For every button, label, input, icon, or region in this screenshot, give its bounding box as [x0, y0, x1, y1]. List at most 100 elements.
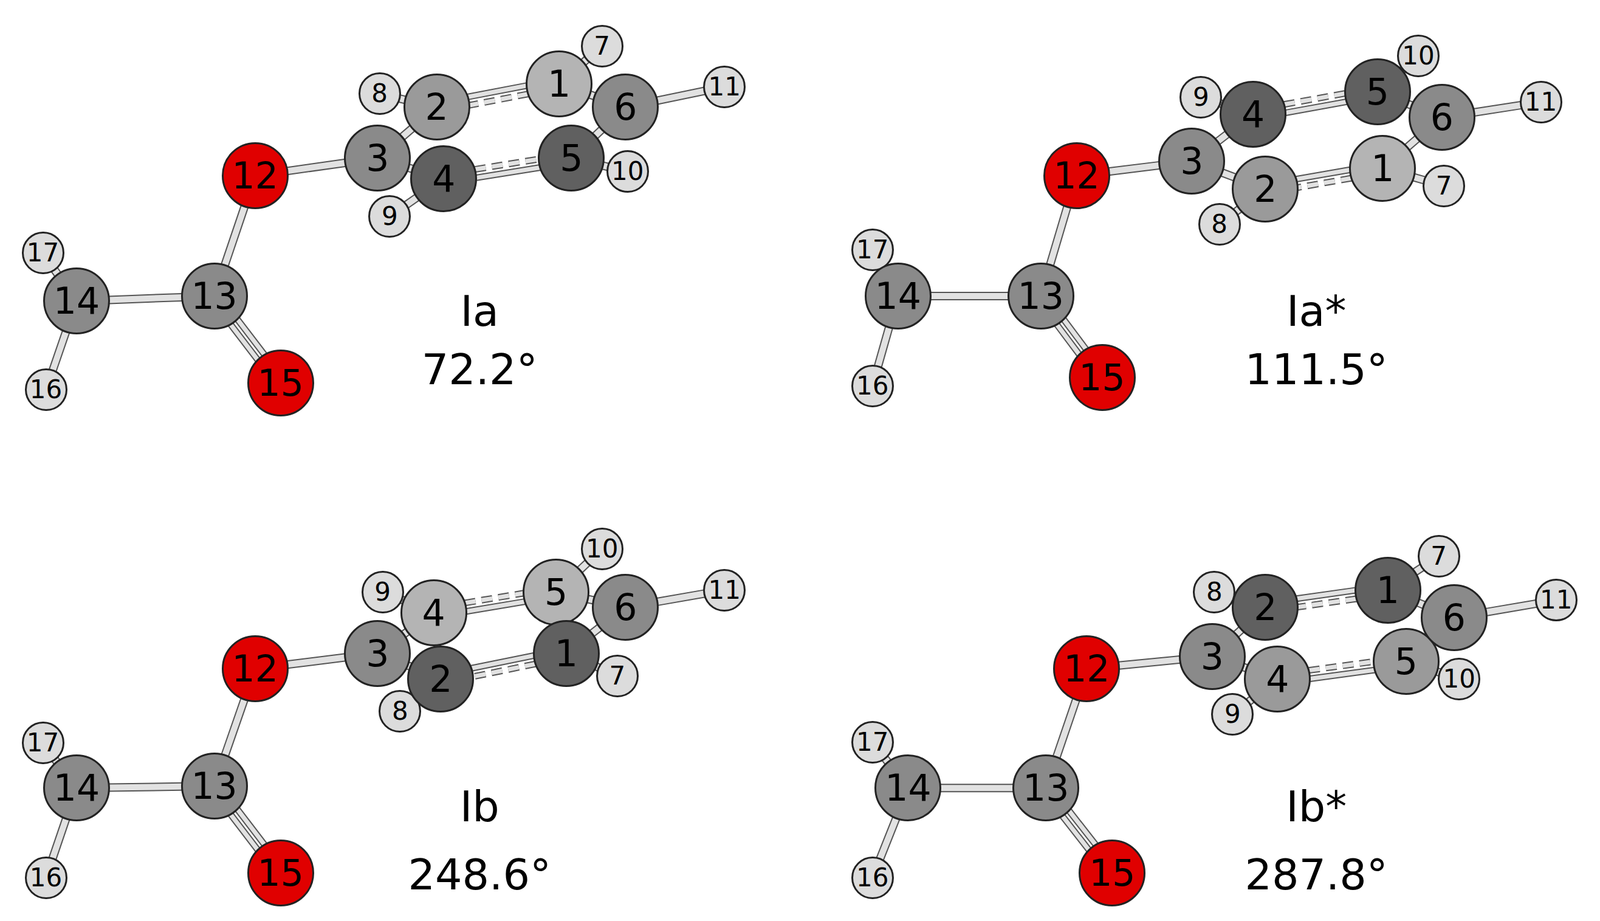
bond — [471, 655, 536, 677]
carbon-atom: 5 — [537, 124, 605, 192]
carbon-atom: 4 — [1243, 645, 1311, 713]
dihedral-angle: 248.6° — [408, 853, 552, 896]
bond — [1217, 133, 1228, 142]
atom-number: 2 — [1253, 170, 1277, 208]
atom-number: 3 — [1200, 638, 1224, 675]
bond — [52, 331, 66, 371]
hydrogen-atom: 7 — [1417, 534, 1461, 578]
oxygen-atom: 12 — [1053, 635, 1120, 702]
bond — [286, 162, 346, 172]
atom-number: 13 — [190, 277, 237, 315]
bond — [230, 319, 265, 360]
bond — [1296, 590, 1357, 608]
carbon-atom: 13 — [1012, 754, 1080, 821]
oxygen-atom: 15 — [1078, 839, 1146, 907]
hydrogen-atom: 11 — [703, 65, 746, 109]
carbon-atom: 14 — [874, 754, 942, 821]
oxygen-atom: 15 — [247, 349, 315, 417]
atom-number: 1 — [1376, 571, 1400, 609]
atom-number: 2 — [429, 660, 453, 697]
bond — [1308, 661, 1375, 679]
carbon-atom: 1 — [1354, 556, 1422, 624]
hydrogen-atom: 9 — [1179, 75, 1223, 119]
hydrogen-atom: 16 — [851, 364, 894, 408]
atom-number: 17 — [26, 240, 59, 266]
bond — [1485, 603, 1537, 612]
carbon-atom: 14 — [864, 262, 932, 330]
carbon-atom: 2 — [403, 73, 471, 141]
atom-number: 1 — [1370, 150, 1394, 187]
carbon-atom: 5 — [522, 558, 590, 626]
atom-number: 3 — [365, 139, 389, 177]
atom-number: 12 — [1063, 650, 1110, 687]
atom-number: 13 — [1022, 769, 1069, 806]
atom-number: 15 — [1088, 854, 1136, 891]
atom-number: 2 — [1253, 588, 1277, 626]
hydrogen-atom: 11 — [1519, 80, 1563, 124]
atom-number: 7 — [593, 33, 611, 59]
atom-number: 6 — [613, 588, 637, 626]
conformer-name: Ib — [460, 785, 500, 828]
carbon-atom: 1 — [1349, 134, 1416, 202]
atom-number: 4 — [432, 160, 456, 197]
atom-number: 10 — [1401, 43, 1435, 69]
hydrogen-atom: 16 — [24, 856, 68, 899]
atom-number: 3 — [1180, 142, 1204, 180]
carbon-atom: 6 — [591, 573, 659, 641]
atom-number: 7 — [1430, 543, 1447, 569]
carbon-atom: 14 — [43, 267, 110, 335]
atom-number: 3 — [365, 635, 389, 672]
oxygen-atom: 15 — [247, 839, 315, 907]
atom-number: 10 — [585, 535, 619, 562]
atom-number: 8 — [371, 80, 388, 107]
carbon-atom: 1 — [532, 619, 600, 687]
oxygen-atom: 15 — [1068, 343, 1136, 411]
hydrogen-atom: 10 — [606, 150, 649, 193]
atom-number: 1 — [547, 65, 571, 103]
atom-number: 10 — [611, 158, 644, 185]
hydrogen-atom: 17 — [21, 721, 65, 764]
carbon-atom: 3 — [343, 124, 411, 192]
atom-number: 16 — [29, 864, 62, 891]
atom-number: 14 — [875, 277, 922, 315]
carbon-atom: 2 — [407, 645, 474, 713]
conformer-name: Ib* — [1285, 785, 1347, 828]
hydrogen-atom: 8 — [1192, 570, 1236, 614]
hydrogen-atom: 9 — [368, 195, 411, 238]
hydrogen-atom: 7 — [596, 654, 639, 697]
atom-number: 9 — [1224, 701, 1241, 727]
atom-number: 15 — [257, 364, 304, 402]
atom-number: 11 — [708, 577, 741, 603]
bond — [224, 698, 245, 756]
carbon-atom: 4 — [410, 145, 478, 213]
atom-number: 12 — [1053, 157, 1100, 194]
atom-number: 13 — [190, 767, 237, 804]
hydrogen-atom: 9 — [1211, 692, 1254, 736]
dihedral-angle: 72.2° — [421, 348, 538, 391]
conformer-name: Ia — [460, 289, 499, 333]
atom-number: 14 — [53, 769, 100, 806]
oxygen-atom: 12 — [221, 142, 289, 210]
carbon-atom: 4 — [400, 579, 468, 646]
bond — [108, 786, 183, 788]
atom-number: 2 — [425, 88, 449, 126]
atom-number: 11 — [708, 74, 741, 100]
atom-number: 10 — [1443, 666, 1476, 692]
atom-number: 14 — [53, 282, 100, 320]
atom-number: 15 — [257, 854, 304, 891]
bond — [1296, 169, 1352, 188]
bond — [230, 808, 265, 850]
atom-number: 9 — [1192, 84, 1210, 110]
atom-number: 7 — [1435, 173, 1453, 199]
carbon-atom: 3 — [1178, 622, 1246, 690]
carbon-atom: 1 — [525, 50, 593, 118]
bond — [108, 297, 183, 300]
atom-number: 16 — [856, 864, 889, 891]
bond — [1062, 810, 1096, 851]
conformer-name: Ia* — [1286, 289, 1347, 333]
hydrogen-atom: 16 — [851, 856, 894, 899]
atom-number: 6 — [1430, 99, 1454, 136]
bond — [656, 90, 705, 101]
atom-number: 6 — [1442, 599, 1466, 636]
bond — [930, 295, 1009, 296]
